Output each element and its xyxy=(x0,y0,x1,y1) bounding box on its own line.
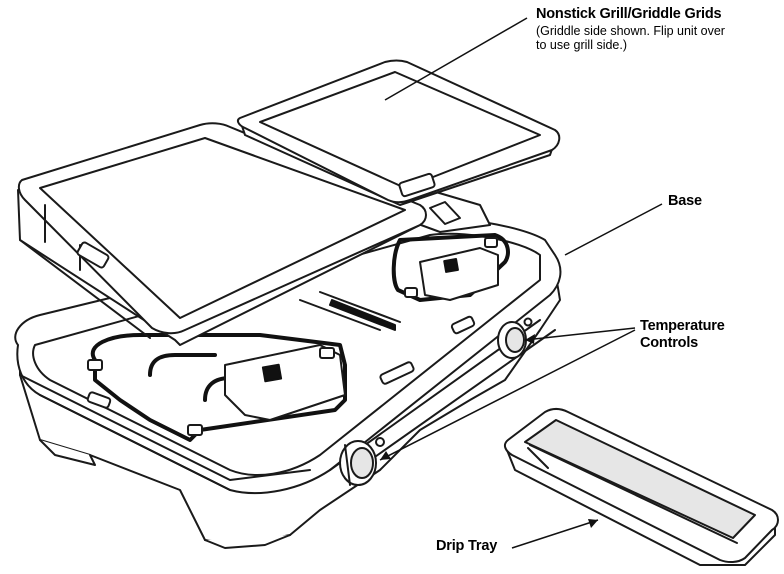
griddle-plate-right xyxy=(236,59,561,225)
label-grids-note-line1: (Griddle side shown. Flip unit over xyxy=(536,24,725,38)
griddle-left-handle xyxy=(76,241,110,269)
leader-temp-back xyxy=(524,327,636,341)
leader-temp-front xyxy=(379,329,636,461)
arrow-drip-tray xyxy=(588,519,598,528)
element-left-clip3 xyxy=(319,347,335,359)
base-right-foot xyxy=(204,534,291,549)
griddle-left-top xyxy=(17,122,427,335)
drip-tray-inner-wall xyxy=(527,444,738,544)
heating-element-right xyxy=(391,233,510,302)
leader-grids xyxy=(384,17,528,101)
label-grids-note-line2: to use grill side.) xyxy=(536,38,628,52)
thermostat-right xyxy=(419,247,499,301)
element-left-coil xyxy=(90,333,347,442)
leader-drip-tray xyxy=(511,519,599,549)
base-center-channel xyxy=(299,291,401,331)
temperature-knob-front xyxy=(339,437,385,486)
base-tab-left xyxy=(86,391,112,409)
element-right-clip1 xyxy=(484,237,498,248)
arrow-temp-front xyxy=(380,451,391,460)
griddle-plate-left xyxy=(17,122,427,346)
heating-element-left xyxy=(87,333,347,442)
griddle-left-surface xyxy=(39,137,406,319)
griddle-right-top xyxy=(236,59,561,204)
base-left-foot xyxy=(39,439,96,466)
temperature-knob-back xyxy=(497,317,533,359)
drip-tray-inner xyxy=(524,419,756,539)
griddle-right-clip xyxy=(429,201,461,225)
element-right-coil xyxy=(391,233,510,302)
label-grids-title: Nonstick Grill/Griddle Grids xyxy=(536,6,722,22)
base-tab-back xyxy=(450,315,476,335)
arrow-temp-back xyxy=(525,334,535,344)
label-temperature-line2: Controls xyxy=(640,335,699,351)
element-left-clip2 xyxy=(187,424,203,436)
drip-tray xyxy=(503,408,779,566)
leader-base xyxy=(564,203,663,256)
label-base: Base xyxy=(668,193,702,209)
thermostat-left xyxy=(224,344,346,421)
base-center-slot xyxy=(329,299,396,331)
base-tab-right xyxy=(379,361,415,385)
griddle-right-handle xyxy=(398,172,436,198)
label-drip-tray: Drip Tray xyxy=(436,538,498,554)
label-temperature-line1: Temperature xyxy=(640,318,725,334)
thermostat-right-window xyxy=(443,258,459,273)
element-left-clip1 xyxy=(87,359,103,371)
thermostat-left-window xyxy=(261,363,283,383)
griddle-right-surface xyxy=(259,71,541,189)
element-right-clip2 xyxy=(404,287,418,298)
base-side-ridge xyxy=(19,374,311,491)
